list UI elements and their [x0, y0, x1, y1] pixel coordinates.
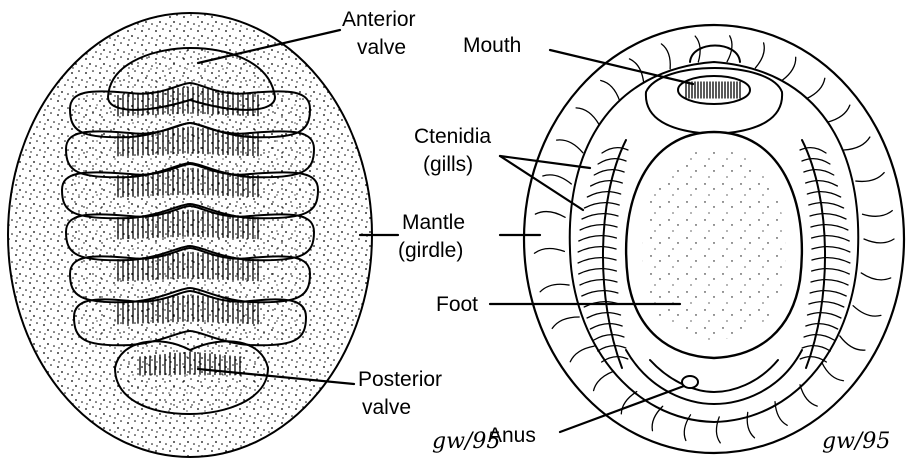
foot-label: Foot [436, 293, 478, 316]
mantle-label: Mantle (girdle) [398, 211, 471, 262]
ventral-view [524, 25, 904, 453]
artist-signature-right: gw/95 [822, 429, 890, 454]
valve-stack [62, 83, 318, 345]
mouth-label: Mouth [463, 34, 521, 57]
posterior-valve-label: Posterior valve [358, 368, 448, 419]
dorsal-view [8, 13, 372, 457]
anterior-valve-label: Anterior valve [342, 8, 421, 59]
ctenidia-label: Ctenidia (gills) [414, 125, 497, 176]
anus-label: Anus [488, 424, 536, 447]
foot-inner-texture [642, 150, 785, 340]
